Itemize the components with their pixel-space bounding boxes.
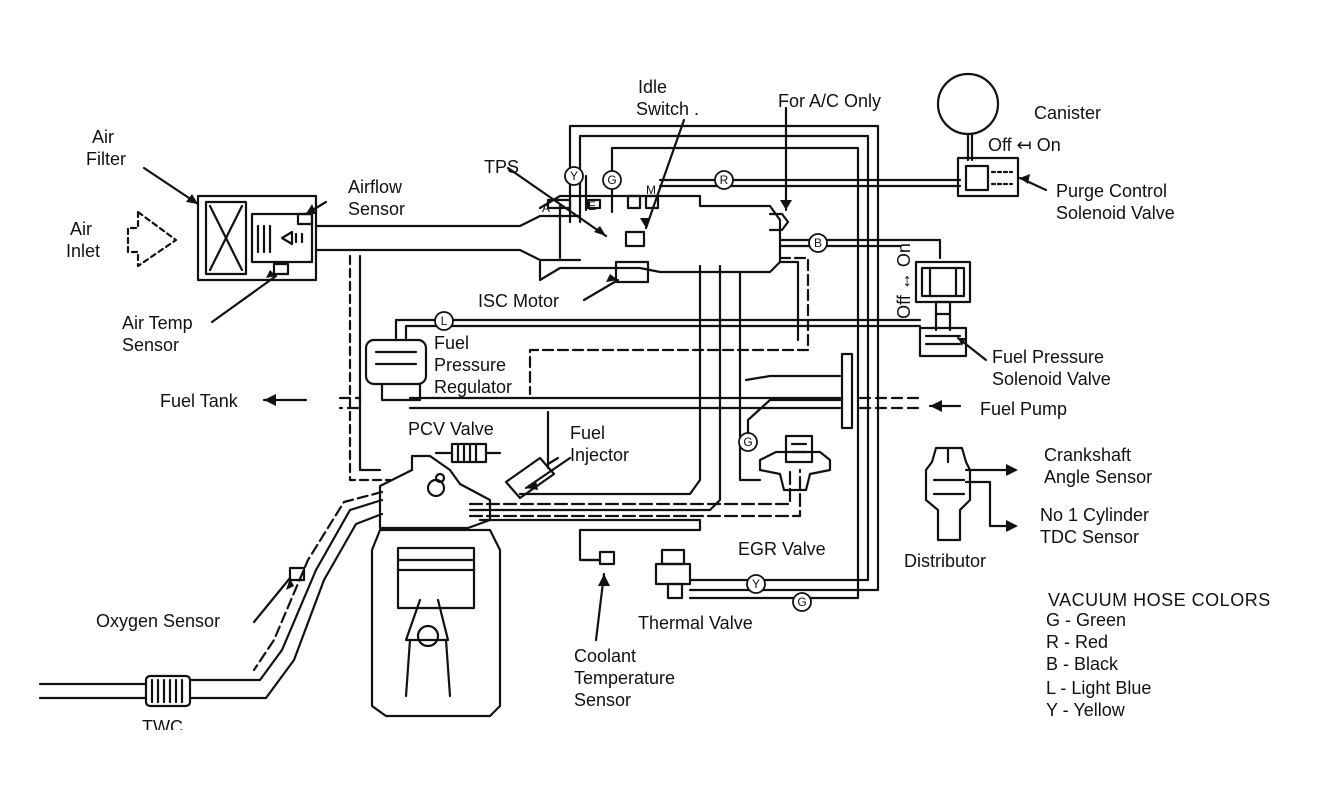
label-crankshaft-1: Crankshaft xyxy=(1044,445,1132,465)
air-filter xyxy=(196,194,318,282)
label-fpsv-2: Solenoid Valve xyxy=(992,369,1111,389)
label-tdc-1: No 1 Cylinder xyxy=(1040,505,1150,525)
tag-g-egr: G xyxy=(738,432,758,452)
tag-r-top: R xyxy=(714,170,734,190)
label-tdc-2: TDC Sensor xyxy=(1040,527,1140,547)
tag-y-top: Y xyxy=(564,166,584,186)
fuel-pressure-regulator xyxy=(364,338,428,386)
label-purge-control-2: Solenoid Valve xyxy=(1056,203,1175,223)
tag-y-bottom: Y xyxy=(746,574,766,594)
label-tps: TPS xyxy=(484,157,520,177)
legend-row-black: B - Black xyxy=(1046,654,1119,674)
label-air-temp-sensor-1: Air Temp xyxy=(122,313,193,333)
tag-g-top: G xyxy=(602,170,622,190)
legend-row-yellow: Y - Yellow xyxy=(1046,700,1125,720)
exhaust-pipe xyxy=(188,498,384,682)
label-coolant-3: Sensor xyxy=(574,690,632,710)
pcv-valve xyxy=(434,442,502,464)
legend-row-light-blue: L - Light Blue xyxy=(1046,678,1152,698)
air-inlet-arrow xyxy=(126,210,178,268)
coolant-temp-sensor xyxy=(598,550,616,566)
label-oxygen-sensor: Oxygen Sensor xyxy=(96,611,221,631)
label-fpr-3: Regulator xyxy=(434,377,513,397)
svg-text:B: B xyxy=(814,236,822,250)
label-fuel-injector-1: Fuel xyxy=(570,423,606,443)
label-canister: Canister xyxy=(1034,103,1102,123)
airflow-sensor xyxy=(296,212,314,226)
label-off-on-vertical: Off ↔ On xyxy=(893,243,914,319)
label-air-filter-1: Air xyxy=(92,127,114,147)
svg-text:G: G xyxy=(797,595,806,609)
label-fpsv-1: Fuel Pressure xyxy=(992,347,1105,367)
fuel-injector xyxy=(504,410,560,500)
label-fuel-injector-2: Injector xyxy=(570,445,630,465)
label-air-inlet-2: Inlet xyxy=(66,241,101,261)
label-airflow-sensor-1: Airflow xyxy=(348,177,403,197)
purge-control-solenoid xyxy=(956,156,1020,198)
tag-l-fpr: L xyxy=(434,311,454,331)
label-pcv-valve: PCV Valve xyxy=(408,419,494,439)
label-isc-motor: ISC Motor xyxy=(478,291,560,311)
label-coolant-1: Coolant xyxy=(574,646,637,666)
svg-text:Y: Y xyxy=(570,169,578,183)
svg-text:Y: Y xyxy=(752,577,760,591)
port-a: A xyxy=(542,201,550,215)
engine-block xyxy=(370,454,502,718)
label-fuel-pump: Fuel Pump xyxy=(980,399,1068,419)
label-off-on: Off ↤ On xyxy=(988,135,1061,155)
label-air-temp-sensor-2: Sensor xyxy=(122,335,180,355)
label-purge-control-1: Purge Control xyxy=(1056,181,1168,201)
svg-text:R: R xyxy=(720,173,729,187)
isc-motor xyxy=(614,260,650,284)
label-fuel-tank: Fuel Tank xyxy=(160,391,238,411)
label-air-filter-2: Filter xyxy=(86,149,126,169)
legend-row-green: G - Green xyxy=(1046,610,1127,630)
egr-valve xyxy=(758,434,832,492)
port-e: E xyxy=(588,199,596,213)
label-distributor: Distributor xyxy=(904,551,987,571)
label-air-inlet-1: Air xyxy=(70,219,92,239)
label-fpr-1: Fuel xyxy=(434,333,470,353)
label-for-ac-only: For A/C Only xyxy=(778,91,882,111)
throttle-body xyxy=(538,194,782,282)
tag-b-right: B xyxy=(808,233,828,253)
label-fpr-2: Pressure xyxy=(434,355,507,375)
legend-row-red: R - Red xyxy=(1046,632,1109,652)
label-idle-switch-2: Switch . xyxy=(636,99,700,119)
label-airflow-sensor-2: Sensor xyxy=(348,199,406,219)
distributor xyxy=(924,446,972,542)
fuel-pressure-solenoid xyxy=(914,260,972,358)
label-twc: TWC xyxy=(142,717,183,730)
svg-text:G: G xyxy=(607,173,616,187)
label-idle-switch-1: Idle xyxy=(638,77,668,97)
canister xyxy=(936,72,1000,136)
tag-g-bottom: G xyxy=(792,592,812,612)
label-egr-valve: EGR Valve xyxy=(738,539,826,559)
label-thermal-valve: Thermal Valve xyxy=(638,613,753,633)
svg-text:G: G xyxy=(743,435,752,449)
twc-converter xyxy=(144,674,192,708)
oxygen-sensor xyxy=(288,566,306,582)
legend-title: VACUUM HOSE COLORS xyxy=(1048,590,1271,610)
thermal-valve xyxy=(654,548,692,600)
hose-tags: Y G R B L G Y G A E M xyxy=(434,166,828,612)
port-m: M xyxy=(646,183,656,197)
label-crankshaft-2: Angle Sensor xyxy=(1044,467,1153,487)
air-temp-sensor xyxy=(272,262,290,276)
svg-text:L: L xyxy=(441,314,448,328)
label-coolant-2: Temperature xyxy=(574,668,676,688)
